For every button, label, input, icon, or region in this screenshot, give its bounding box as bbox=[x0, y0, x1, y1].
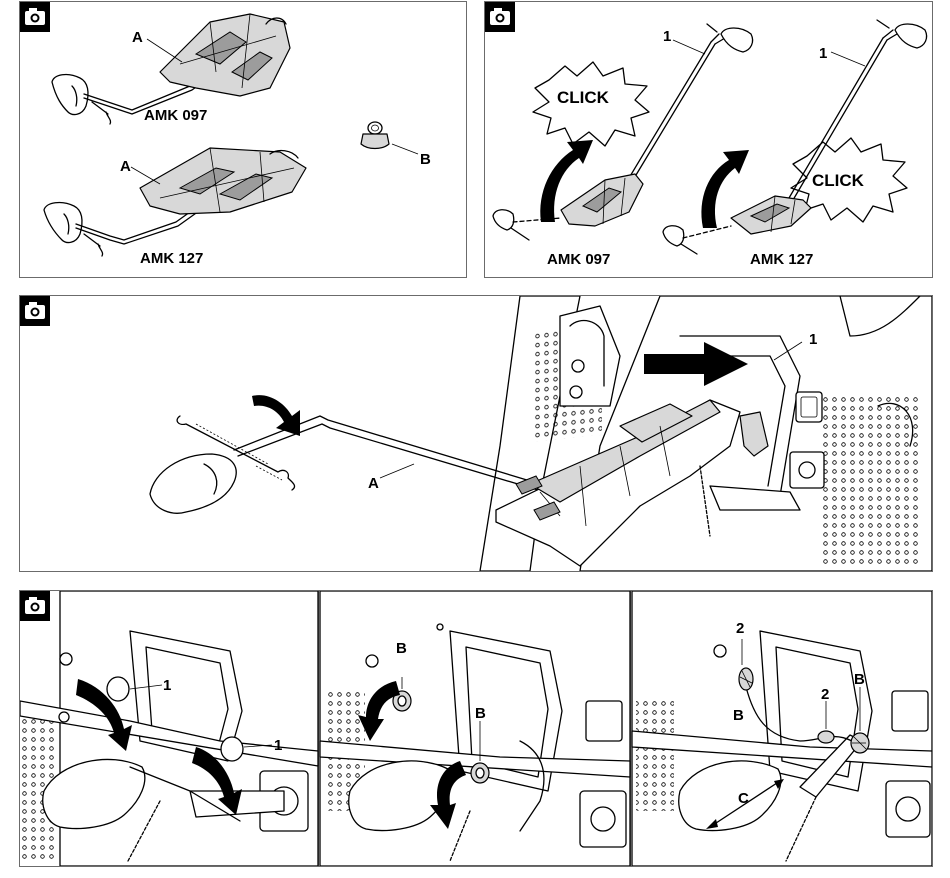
label-1-top: 1 bbox=[163, 678, 171, 693]
label-b-top: B bbox=[396, 641, 407, 656]
label-model-bottom: AMK 127 bbox=[140, 251, 203, 266]
label-2-mid: 2 bbox=[821, 687, 829, 702]
click-text-right: CLICK bbox=[812, 172, 864, 189]
label-c: C bbox=[738, 791, 749, 806]
label-model-left: AMK 097 bbox=[547, 252, 610, 267]
lever-amk127 bbox=[44, 148, 306, 256]
panel-4-drawing bbox=[20, 591, 932, 866]
eye-bolt bbox=[361, 122, 389, 149]
label-a-bottom: A bbox=[120, 159, 131, 174]
label-b: B bbox=[420, 152, 431, 167]
label-model-right: AMK 127 bbox=[750, 252, 813, 267]
sub-panel-2 bbox=[320, 591, 630, 866]
label-1-right: 1 bbox=[819, 46, 827, 61]
camera-icon bbox=[20, 591, 50, 621]
label-1-bottom: 1 bbox=[274, 738, 282, 753]
panel-2: 1 1 CLICK CLICK AMK 097 AMK 127 bbox=[484, 1, 933, 278]
curved-arrow-icon bbox=[252, 395, 300, 436]
panel-4: 1 1 B B 2 B 2 B C bbox=[19, 590, 933, 867]
panel-3: 1 A bbox=[19, 295, 933, 572]
panel-2-drawing bbox=[485, 2, 932, 277]
label-1-left: 1 bbox=[663, 29, 671, 44]
panel-1: A AMK 097 A AMK 127 B bbox=[19, 1, 467, 278]
label-model-top: AMK 097 bbox=[144, 108, 207, 123]
sub-panel-3 bbox=[632, 591, 932, 866]
label-1: 1 bbox=[809, 332, 817, 347]
label-b-left: B bbox=[733, 708, 744, 723]
click-text-left: CLICK bbox=[557, 89, 609, 106]
label-a-top: A bbox=[132, 30, 143, 45]
label-a: A bbox=[368, 476, 379, 491]
panel-1-drawing bbox=[20, 2, 466, 277]
panel-3-drawing bbox=[20, 296, 932, 571]
label-b-right: B bbox=[854, 672, 865, 687]
label-b-bottom: B bbox=[475, 706, 486, 721]
sub-panel-1 bbox=[20, 591, 318, 866]
label-2-left: 2 bbox=[736, 621, 744, 636]
